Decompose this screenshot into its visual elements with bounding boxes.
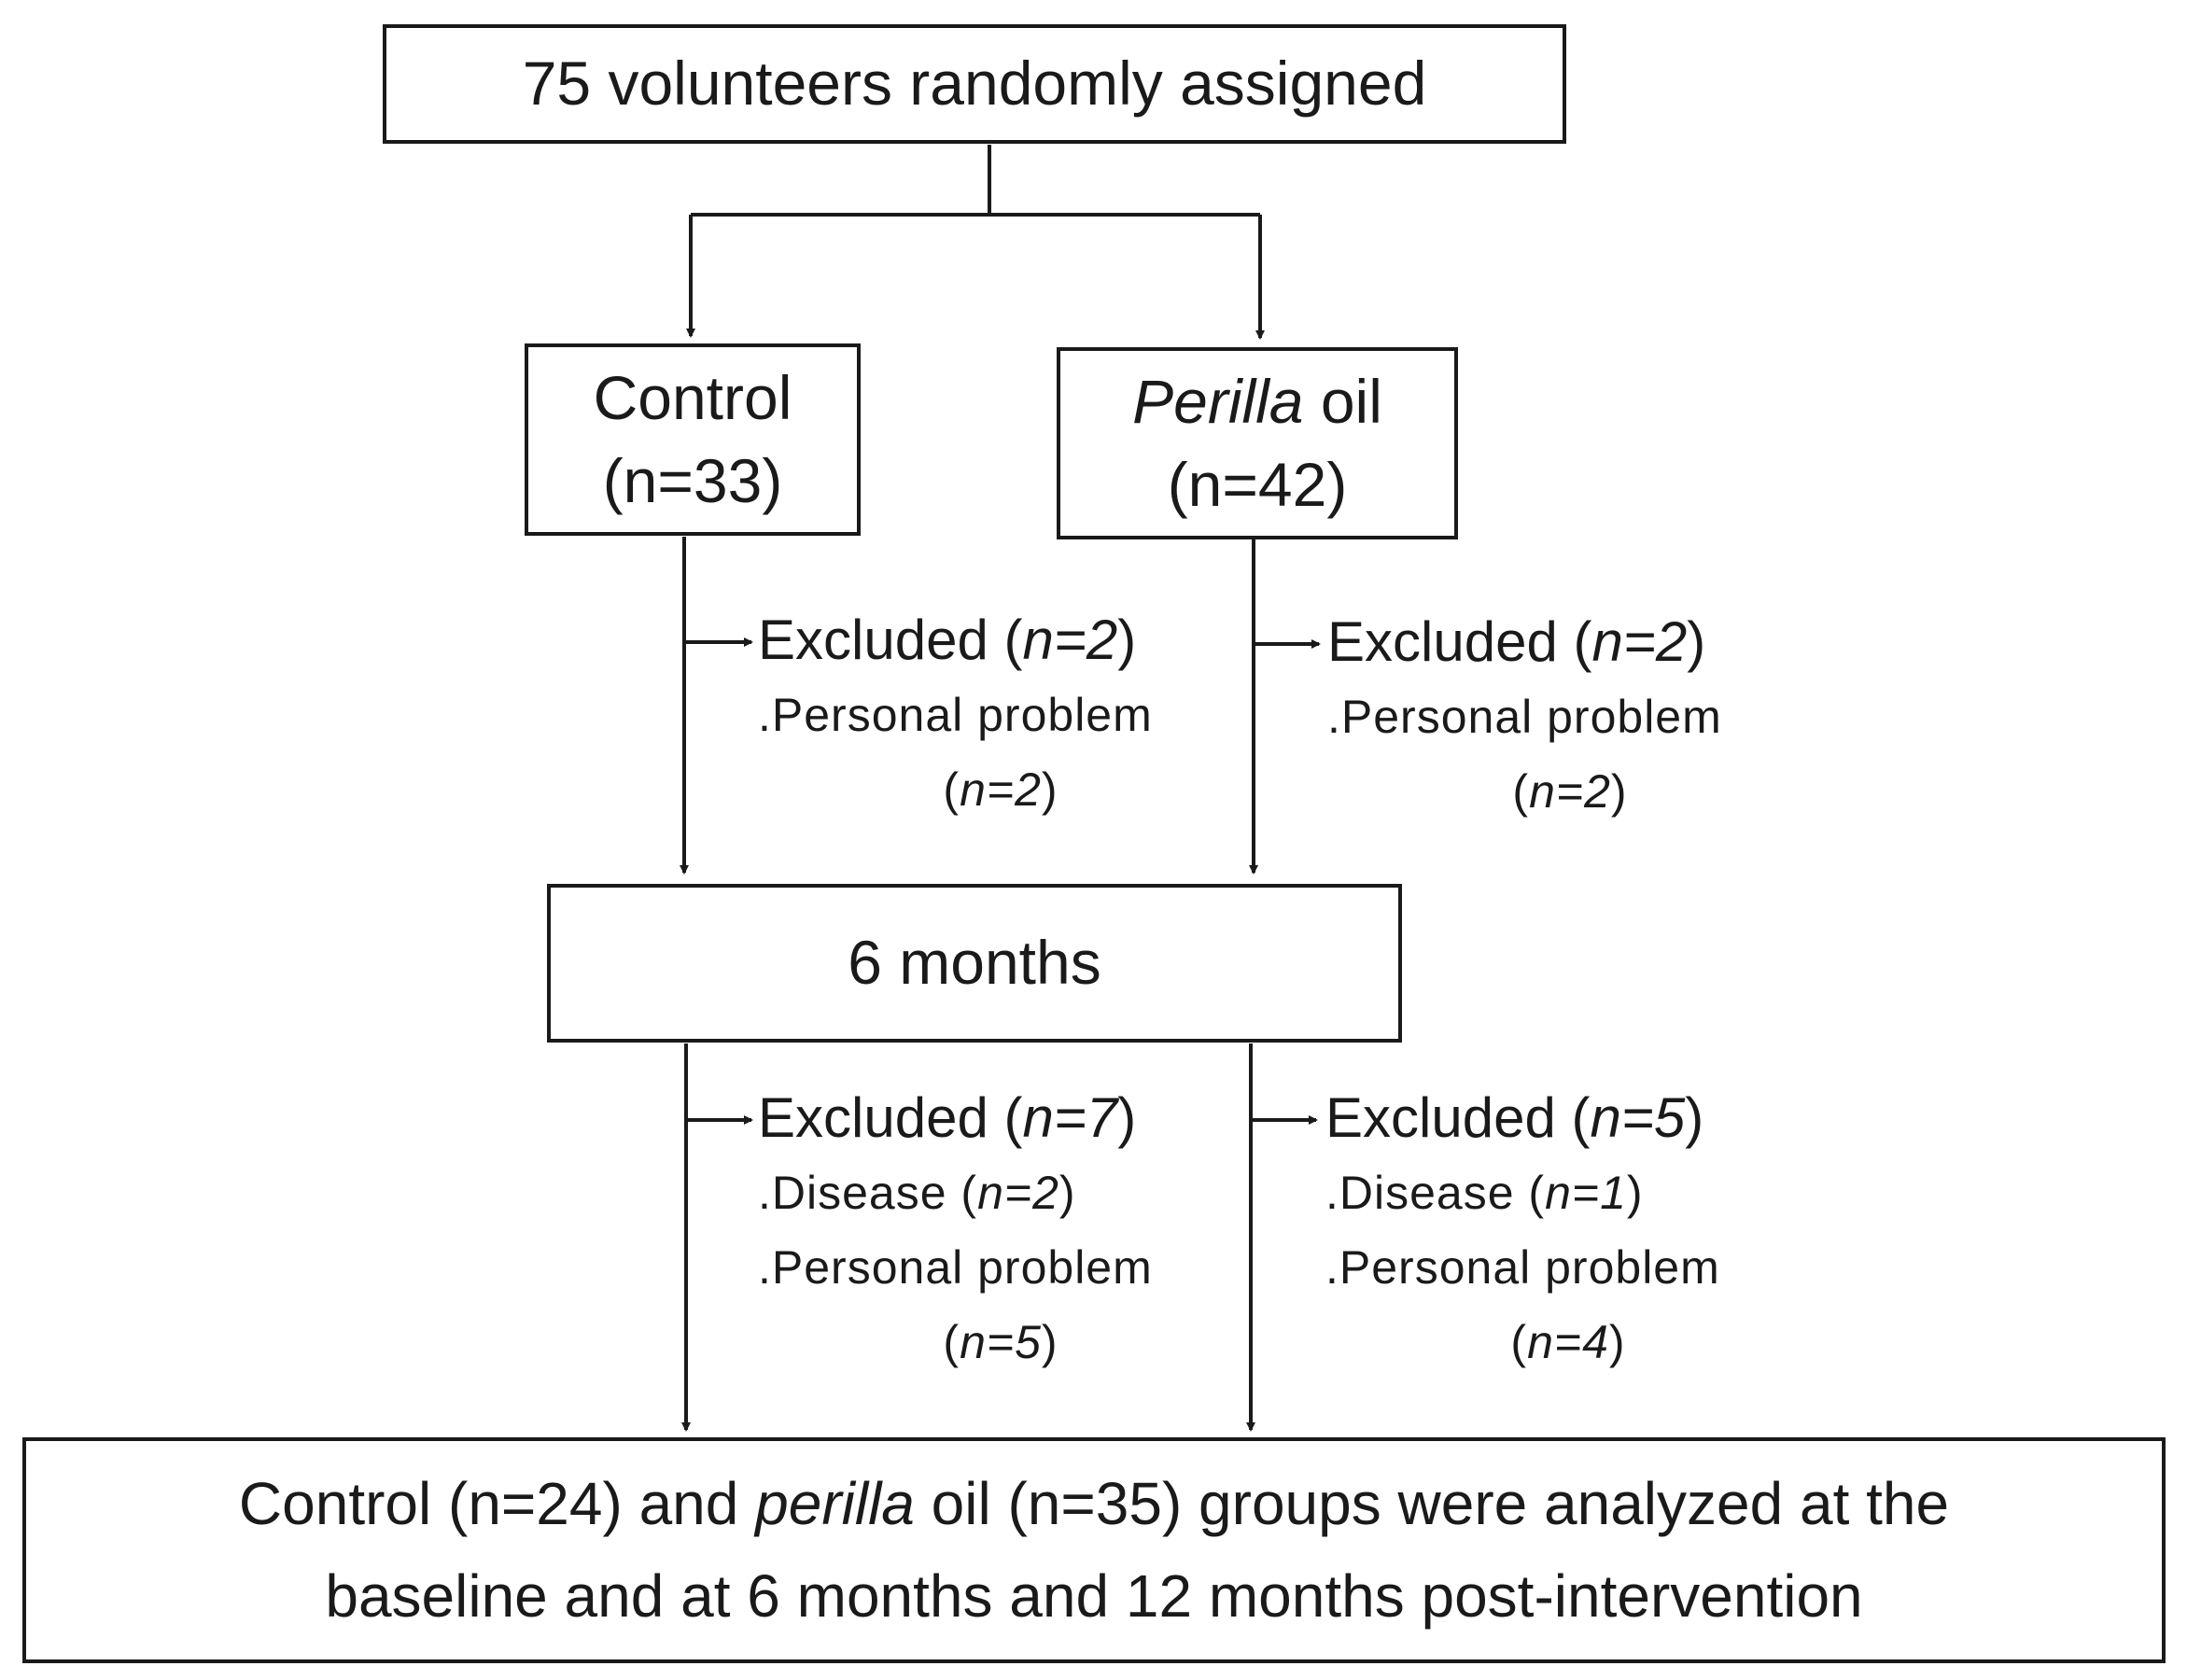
exclusion-reason-count: (n=2) (1512, 765, 1628, 818)
control-count: (n=33) (602, 446, 783, 515)
analysis-line-2: baseline and at 6 months and 12 months p… (325, 1562, 1863, 1630)
exclusion-reason-count: (n=4) (1510, 1316, 1626, 1368)
randomization-text: 75 volunteers randomly assigned (522, 49, 1427, 119)
exclusion-heading: Excluded (n=5) (1325, 1086, 1704, 1149)
six-months-text: 6 months (848, 928, 1101, 998)
perilla-label: Perilla oil (1132, 366, 1382, 436)
perilla-group-box: Perilla oil (n=42) (1057, 347, 1458, 539)
exclusion-control-6m: Excluded (n=7) .Disease (n=2) .Personal … (758, 1080, 1243, 1379)
exclusion-reason-count: (n=5) (943, 1316, 1058, 1368)
control-label: Control (593, 362, 792, 432)
exclusion-reason: .Personal problem (758, 689, 1153, 741)
exclusion-perilla-6m: Excluded (n=5) .Disease (n=1) .Personal … (1325, 1080, 1811, 1379)
exclusion-disease: .Disease (n=2) (758, 1167, 1076, 1219)
analysis-box: Control (n=24) and perilla oil (n=35) gr… (22, 1437, 2166, 1663)
control-group-box: Control (n=33) (525, 343, 861, 536)
perilla-count: (n=42) (1167, 450, 1348, 519)
six-months-box: 6 months (547, 884, 1402, 1043)
exclusion-reason: .Personal problem (758, 1241, 1153, 1294)
exclusion-heading: Excluded (n=7) (758, 1086, 1137, 1149)
exclusion-perilla-baseline: Excluded (n=2) .Personal problem (n=2) (1327, 604, 1813, 829)
analysis-line-1: Control (n=24) and perilla oil (n=35) gr… (238, 1469, 1950, 1537)
exclusion-reason: .Personal problem (1327, 691, 1722, 743)
exclusion-control-baseline: Excluded (n=2) .Personal problem (n=2) (758, 602, 1243, 827)
exclusion-heading: Excluded (n=2) (1327, 610, 1706, 673)
exclusion-reason: .Personal problem (1325, 1241, 1720, 1294)
exclusion-reason-count: (n=2) (943, 763, 1058, 816)
randomization-box: 75 volunteers randomly assigned (383, 24, 1566, 144)
exclusion-heading: Excluded (n=2) (758, 609, 1137, 671)
exclusion-disease: .Disease (n=1) (1325, 1167, 1644, 1219)
